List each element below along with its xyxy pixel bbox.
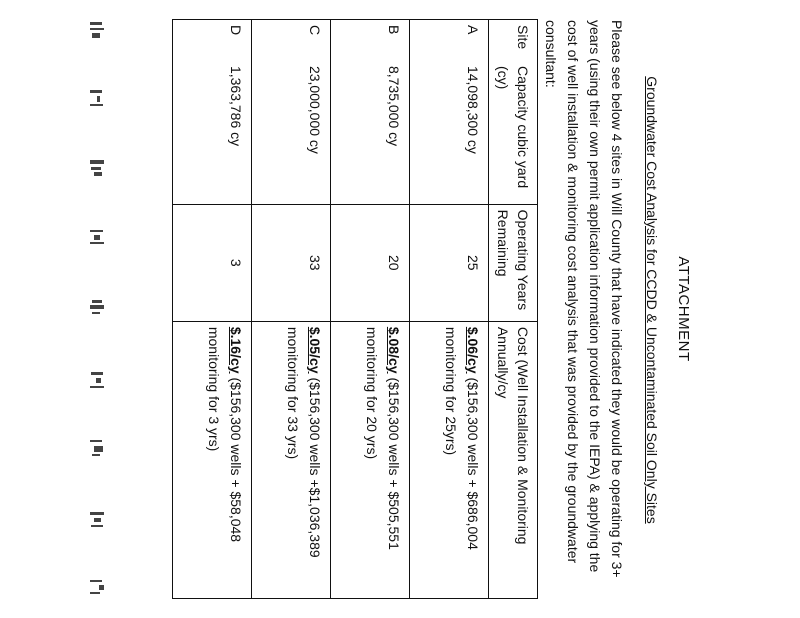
capacity-cell: 8,735,000 cy: [330, 60, 410, 205]
site-cell: A: [409, 19, 489, 61]
capacity-cell: 1,363,786 cy: [172, 60, 252, 205]
years-cell: 20: [330, 204, 410, 322]
site-cell: B: [330, 19, 410, 61]
capacity-cell: 14,098,300 cy: [409, 60, 489, 205]
scan-artifacts: [90, 22, 104, 594]
header-cost: Cost (Well Installation & Monitoring Ann…: [488, 321, 538, 599]
cost-amount: $.05/cy: [307, 326, 323, 374]
intro-paragraph: Please see below 4 sites in Will County …: [543, 20, 625, 578]
site-cell: C: [251, 19, 331, 61]
years-cell: 25: [409, 204, 489, 322]
attachment-label: ATTACHMENT: [675, 256, 692, 362]
table-row: B 8,735,000 cy 20 $.08/cy ($156,300 well…: [330, 19, 410, 599]
table-row: A 14,098,300 cy 25 $.06/cy ($156,300 wel…: [409, 19, 489, 599]
cost-amount: $.08/cy: [386, 326, 402, 374]
cost-cell: $.16/cy ($156,300 wells + $58,048 monito…: [172, 321, 252, 599]
document-heading: Groundwater Cost Analysis for CCDD & Unc…: [644, 76, 660, 524]
cost-cell: $.05/cy ($156,300 wells +$1,036,389 moni…: [251, 321, 331, 599]
sites-table: Site Capacity cubic yard (cy) Operating …: [172, 19, 538, 599]
cost-amount: $.06/cy: [465, 326, 481, 374]
cost-cell: $.08/cy ($156,300 wells + $505,551 monit…: [330, 321, 410, 599]
table-row: D 1,363,786 cy 3 $.16/cy ($156,300 wells…: [172, 19, 252, 599]
table-header-row: Site Capacity cubic yard (cy) Operating …: [488, 19, 538, 599]
table-row: C 23,000,000 cy 33 $.05/cy ($156,300 wel…: [251, 19, 331, 599]
cost-amount: $.16/cy: [228, 326, 244, 374]
years-cell: 33: [251, 204, 331, 322]
header-years: Operating Years Remaining: [488, 204, 538, 322]
capacity-cell: 23,000,000 cy: [251, 60, 331, 205]
header-site: Site: [488, 19, 538, 61]
site-cell: D: [172, 19, 252, 61]
years-cell: 3: [172, 204, 252, 322]
header-capacity: Capacity cubic yard (cy): [488, 60, 538, 205]
margin-marks: [76, 0, 106, 618]
cost-cell: $.06/cy ($156,300 wells + $686,004 monit…: [409, 321, 489, 599]
